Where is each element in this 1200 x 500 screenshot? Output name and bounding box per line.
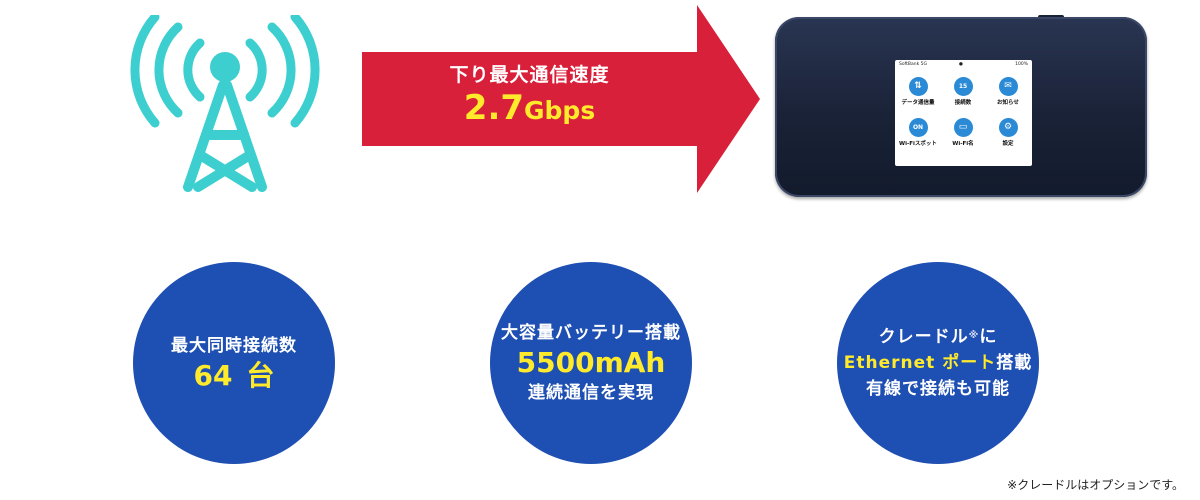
speed-label: 下り最大通信速度 [449, 64, 610, 86]
feature-circle-connections: 最大同時接続数 64 台 [133, 262, 335, 464]
feature-number: 64 [193, 359, 233, 392]
feature-title: 最大同時接続数 [171, 336, 297, 356]
tile-label: お知らせ [997, 100, 1019, 106]
device-screen: SoftBank 5G ● 100% ⇅ データ通信量 15 接続数 ✉ お知ら… [895, 60, 1032, 166]
feature-highlight-line: Ethernet ポート搭載 [843, 353, 1033, 373]
footnote: ※クレードルはオプションです。 [1007, 478, 1184, 492]
tile-settings: ⚙ 設定 [987, 118, 1029, 147]
feature-title: 大容量バッテリー搭載 [501, 323, 681, 343]
feature-subtitle: 有線で接続も可能 [866, 379, 1010, 399]
feature-circle-cradle: クレードル※に Ethernet ポート搭載 有線で接続も可能 [837, 262, 1039, 464]
tile-data-usage: ⇅ データ通信量 [897, 77, 939, 106]
tile-label: Wi-Fi名 [952, 141, 974, 147]
feature-subtitle: 連続通信を実現 [528, 383, 654, 403]
wifi-name-icon: ▭ [953, 118, 973, 137]
speed-arrow [362, 5, 760, 193]
gear-icon: ⚙ [998, 118, 1018, 137]
feature-unit: 台 [246, 359, 275, 392]
tile-wifi-name: ▭ Wi-Fi名 [942, 118, 984, 147]
status-bar: SoftBank 5G ● 100% [895, 60, 1032, 69]
network-icon: 15 [953, 77, 973, 96]
note-mark: ※ [968, 330, 980, 341]
tile-connections: 15 接続数 [942, 77, 984, 106]
updown-arrows-icon: ⇅ [908, 77, 928, 96]
tile-label: 設定 [1002, 141, 1014, 147]
mail-icon: ✉ [998, 77, 1018, 96]
page-dots [957, 159, 965, 166]
status-battery: 100% [1015, 62, 1028, 67]
wifi-icon: ON [908, 118, 928, 137]
tile-label: 接続数 [954, 100, 972, 106]
feature-title: クレードル※に [878, 327, 998, 347]
speed-value: 2.7Gbps [362, 91, 697, 125]
tile-label: データ通信量 [901, 100, 935, 106]
speed-number: 2.7 [463, 88, 525, 128]
antenna-tower-icon [130, 15, 320, 192]
ethernet-highlight: Ethernet ポート [843, 353, 997, 373]
feature-value: 64 台 [194, 359, 275, 393]
tile-label: Wi-Fiスポット [899, 141, 937, 147]
feature-value: 5500mAh [516, 346, 666, 379]
status-carrier: SoftBank 5G [899, 62, 927, 67]
speed-unit: Gbps [524, 96, 596, 125]
tile-wifi-spot: ON Wi-Fiスポット [897, 118, 939, 147]
speed-arrow-text: 下り最大通信速度 2.7Gbps [362, 60, 697, 125]
tile-notifications: ✉ お知らせ [987, 77, 1029, 106]
feature-circle-battery: 大容量バッテリー搭載 5500mAh 連続通信を実現 [490, 262, 692, 464]
status-dot-icon: ● [959, 62, 963, 67]
